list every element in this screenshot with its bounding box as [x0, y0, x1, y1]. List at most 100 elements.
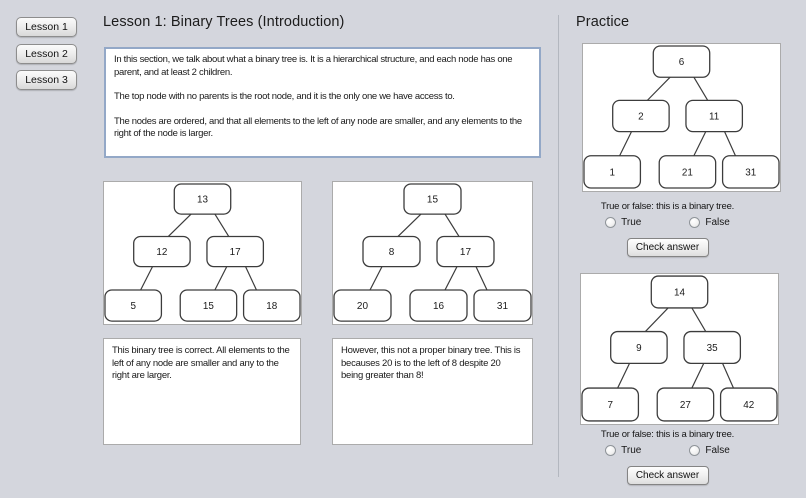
tree-node-value: 42	[743, 400, 754, 411]
practice-title: Practice	[576, 14, 630, 30]
practice-1-question: True or false: this is a binary tree.	[600, 201, 735, 212]
radio-option-label: False	[705, 445, 730, 456]
tree-edge	[722, 363, 734, 389]
tree-node	[333, 289, 392, 322]
example-tree-1-panel: 13 12 17 5 15 18	[103, 181, 302, 325]
tree-node-value: 20	[357, 301, 369, 312]
radio-option-label: True	[621, 445, 642, 456]
practice-2-radio-option-true[interactable]: True	[605, 445, 641, 456]
tree-edge	[214, 266, 228, 291]
sidebar-button-lesson-1[interactable]: Lesson 1	[16, 17, 77, 37]
tree-node-value: 13	[197, 194, 209, 205]
tree-edge	[693, 76, 709, 101]
tree-node	[409, 289, 468, 322]
tree-node-value: 17	[230, 247, 241, 258]
binary-tree-diagram: 13 12 17 5 15 18	[104, 183, 301, 322]
tree-node	[721, 155, 780, 189]
practice-tree-2-panel: 14 9 35 7 27 42	[580, 273, 779, 425]
tree-node	[173, 183, 232, 215]
practice-2-radio-row: True False	[550, 445, 785, 456]
tree-edge	[617, 363, 631, 389]
practice-1-radio-row: True False	[550, 217, 785, 228]
intro-paragraph: The top node with no parents is the root…	[114, 91, 455, 102]
tree-node-value: 7	[607, 400, 613, 411]
tree-edge	[369, 266, 383, 291]
tree-node-value: 2	[638, 111, 644, 122]
practice-1-check-answer-button[interactable]: Check answer	[626, 238, 709, 257]
vertical-divider	[558, 15, 559, 477]
tree-edge	[691, 307, 707, 332]
tree-edge	[724, 131, 736, 157]
tree-node	[206, 235, 265, 268]
tree-edge	[691, 363, 705, 389]
practice-2-question: True or false: this is a binary tree.	[600, 429, 735, 440]
tree-node-value: 15	[203, 301, 215, 312]
example-1-caption: This binary tree is correct. All element…	[103, 338, 301, 445]
tree-node	[610, 330, 668, 365]
tree-edge	[444, 266, 458, 291]
tree-edge	[644, 307, 669, 332]
radio-circle-icon	[605, 445, 617, 456]
tree-edge	[444, 213, 460, 237]
example-2-caption: However, this not a proper binary tree. …	[332, 338, 533, 445]
lesson-intro-panel: In this section, we talk about what a bi…	[104, 47, 541, 158]
tree-node-value: 27	[680, 400, 691, 411]
tree-node-value: 17	[460, 247, 471, 258]
tree-node-value: 21	[682, 167, 693, 178]
radio-option-label: False	[705, 217, 730, 228]
tree-node-value: 9	[636, 343, 642, 354]
radio-circle-icon	[605, 217, 617, 228]
tree-node	[133, 235, 191, 268]
practice-1-radio-option-false[interactable]: False	[689, 217, 730, 228]
practice-2-radio-option-false[interactable]: False	[689, 445, 730, 456]
tree-node	[583, 155, 642, 189]
radio-circle-icon	[689, 217, 701, 228]
tree-node	[652, 45, 711, 78]
tree-edge	[693, 131, 707, 157]
radio-circle-icon	[689, 445, 701, 456]
tree-node-value: 11	[709, 111, 720, 122]
radio-option-label: True	[621, 217, 642, 228]
tree-node	[473, 289, 532, 322]
tree-node	[650, 275, 709, 309]
tree-node	[403, 183, 462, 215]
tree-node-value: 16	[433, 301, 445, 312]
tree-node-value: 1	[609, 167, 615, 178]
tree-node	[683, 330, 742, 365]
tree-node-value: 14	[674, 287, 685, 298]
tree-node	[242, 289, 301, 322]
tree-node	[179, 289, 238, 322]
tree-edge	[397, 213, 422, 237]
tree-node-value: 35	[707, 343, 718, 354]
tree-edge	[167, 213, 192, 237]
binary-tree-diagram: 14 9 35 7 27 42	[581, 275, 778, 422]
tree-node-value: 31	[497, 301, 508, 312]
sidebar-button-lesson-2[interactable]: Lesson 2	[16, 44, 77, 64]
practice-2-check-answer-button[interactable]: Check answer	[626, 466, 709, 485]
tree-node	[658, 155, 717, 189]
tree-node	[581, 387, 640, 422]
tree-node	[719, 387, 778, 422]
practice-exercise-1-controls: True or false: this is a binary tree. Tr…	[550, 201, 785, 257]
tree-node	[362, 235, 421, 268]
tree-node	[656, 387, 715, 422]
tree-edge	[245, 266, 257, 291]
tree-edge	[475, 266, 488, 291]
practice-exercise-2-controls: True or false: this is a binary tree. Tr…	[550, 429, 785, 485]
intro-paragraph: In this section, we talk about what a bi…	[114, 54, 513, 78]
tree-edge	[646, 76, 671, 101]
tree-node-value: 31	[745, 167, 756, 178]
tree-node-value: 18	[266, 301, 278, 312]
tree-node-value: 12	[156, 247, 167, 258]
tree-node	[612, 99, 670, 133]
tree-node-value: 5	[130, 301, 136, 312]
tree-edge	[214, 213, 230, 237]
intro-paragraph: The nodes are ordered, and that all elem…	[114, 115, 522, 140]
practice-1-radio-option-true[interactable]: True	[605, 217, 641, 228]
tree-edge	[619, 131, 633, 157]
sidebar-button-lesson-3[interactable]: Lesson 3	[16, 70, 77, 90]
